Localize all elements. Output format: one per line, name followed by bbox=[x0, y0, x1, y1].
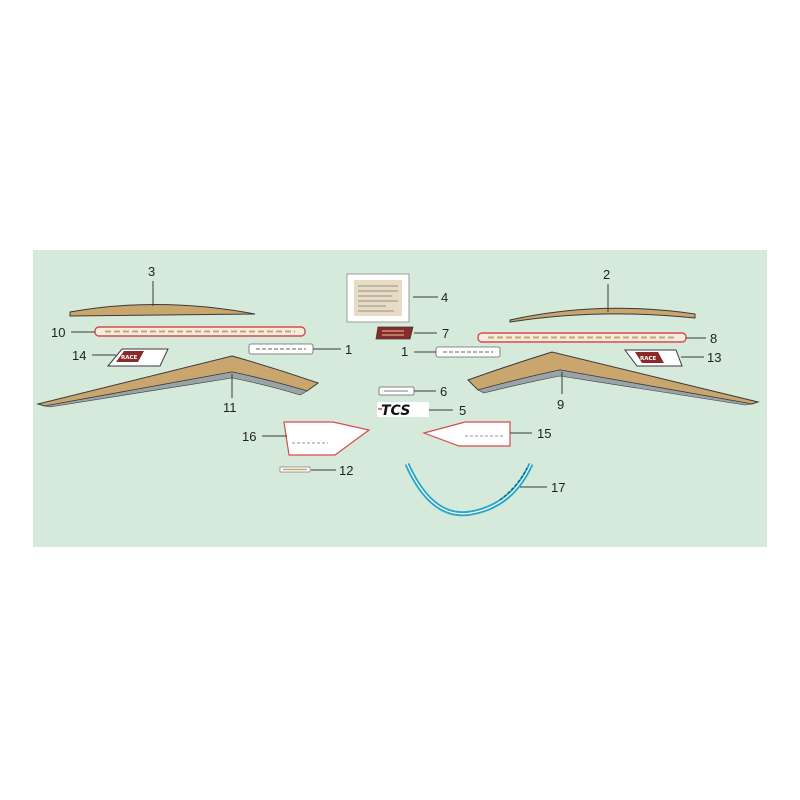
callout-8: 8 bbox=[710, 331, 717, 346]
callout-13: 13 bbox=[707, 350, 721, 365]
callout-17: 17 bbox=[551, 480, 565, 495]
callout-2: 2 bbox=[603, 267, 610, 282]
callout-11: 11 bbox=[223, 400, 237, 415]
callout-12: 12 bbox=[339, 463, 353, 478]
decal-part-6 bbox=[378, 386, 415, 396]
race-text-right: RACE bbox=[640, 356, 657, 362]
callout-15: 15 bbox=[537, 426, 551, 441]
decal-part-14-race-emblem: RACE bbox=[106, 348, 169, 367]
callout-1-left: 1 bbox=[345, 342, 352, 357]
decal-part-2 bbox=[509, 307, 696, 323]
decal-part-11-swoosh bbox=[36, 355, 320, 408]
leader-lines bbox=[71, 281, 706, 488]
callout-3: 3 bbox=[148, 264, 155, 279]
race-text-left: RACE bbox=[121, 355, 138, 361]
callout-5: 5 bbox=[459, 403, 466, 418]
callout-10: 10 bbox=[51, 325, 65, 340]
callout-7: 7 bbox=[442, 326, 449, 341]
callout-1-right: 1 bbox=[401, 344, 408, 359]
decal-part-8 bbox=[477, 332, 687, 343]
callout-14: 14 bbox=[72, 348, 86, 363]
decal-part-12 bbox=[279, 466, 311, 473]
decal-part-5-tcs-logo: TCS bbox=[377, 402, 429, 419]
decal-part-15 bbox=[422, 421, 511, 447]
callout-4: 4 bbox=[441, 290, 448, 305]
tcs-logo-text: TCS bbox=[381, 403, 410, 419]
callout-16: 16 bbox=[242, 429, 256, 444]
decal-part-10 bbox=[94, 326, 306, 337]
decal-part-1-right bbox=[435, 346, 501, 358]
callout-numbers: 1 1 2 3 4 5 6 7 8 9 10 11 12 13 14 15 16… bbox=[51, 264, 721, 495]
decal-part-4-warning-label bbox=[346, 273, 410, 323]
callout-6: 6 bbox=[440, 384, 447, 399]
decal-part-17-arc bbox=[404, 462, 534, 517]
decal-part-13-race-emblem: RACE bbox=[624, 349, 683, 367]
decal-part-16 bbox=[283, 421, 371, 456]
decal-part-7-badge bbox=[375, 326, 414, 340]
decal-part-1-left bbox=[248, 343, 314, 355]
decal-part-9-swoosh bbox=[467, 351, 760, 406]
callout-9: 9 bbox=[557, 397, 564, 412]
decal-part-3 bbox=[69, 304, 256, 317]
